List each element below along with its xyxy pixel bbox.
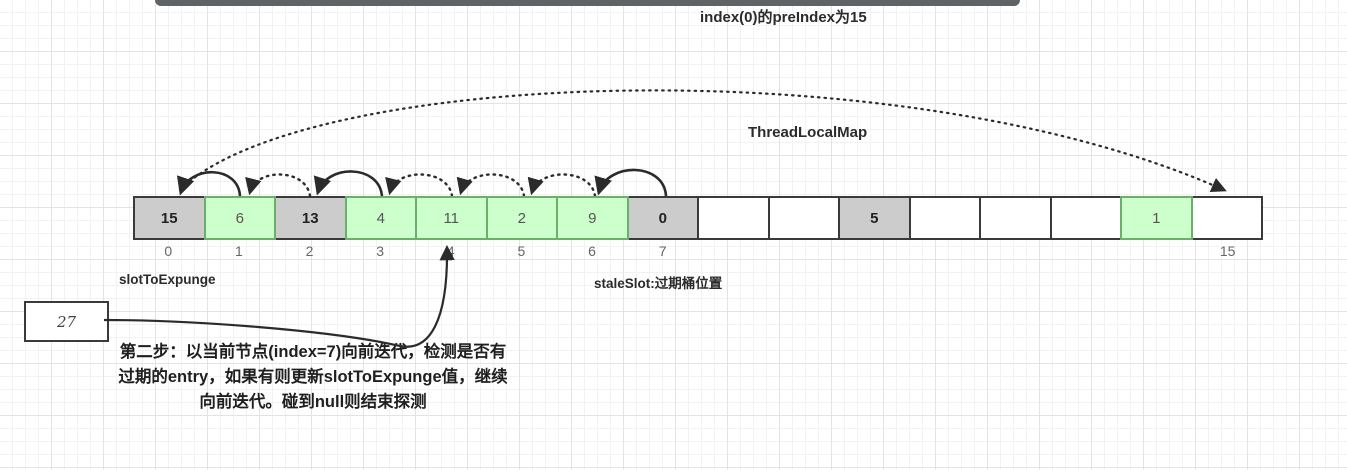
- top-title: index(0)的preIndex为15: [700, 9, 867, 26]
- index-label-3: 3: [376, 243, 385, 259]
- note-box: 27: [24, 301, 109, 342]
- top-scrollbar[interactable]: [155, 0, 1020, 6]
- arc-6-to-5: [527, 173, 597, 198]
- preindex-long-arc: [178, 89, 1227, 193]
- index-label-0: 0: [164, 243, 173, 259]
- array-cell-2: 13: [274, 196, 347, 240]
- array-cell-12: [979, 196, 1052, 240]
- arc-4-to-3: [385, 173, 454, 198]
- index-label-7: 7: [658, 243, 667, 259]
- array-cell-13: [1049, 196, 1122, 240]
- array-cell-0: 15: [133, 196, 206, 240]
- array-cell-15: [1190, 196, 1263, 240]
- array-cell-14: 1: [1120, 196, 1193, 240]
- array-cell-1: 6: [203, 196, 276, 240]
- array-cell-5: 2: [485, 196, 558, 240]
- array-cell-4: 11: [415, 196, 488, 240]
- array-cell-8: [697, 196, 770, 240]
- stale-slot-label: staleSlot:过期桶位置: [594, 276, 723, 291]
- index-label-4: 4: [446, 243, 455, 259]
- index-label-row: 0 1 2 3 4 5 6 7 15: [133, 243, 1263, 265]
- array-cell-6: 9: [556, 196, 629, 240]
- index-label-6: 6: [588, 243, 596, 259]
- index-label-15: 15: [1219, 243, 1236, 259]
- step-description: 第二步：以当前节点(index=7)向前迭代，检测是否有过期的entry，如果有…: [118, 343, 508, 411]
- array-cell-3: 4: [344, 196, 417, 240]
- index-label-5: 5: [517, 243, 526, 259]
- slot-to-expunge-label: slotToExpunge: [119, 272, 216, 287]
- arc-7-to-6: [594, 168, 668, 197]
- array-cell-11: [908, 196, 981, 240]
- threadlocalmap-label: ThreadLocalMap: [748, 124, 868, 141]
- arc-2-to-1: [245, 173, 312, 198]
- array-cell-10: 5: [838, 196, 911, 240]
- arc-5-to-4: [456, 173, 526, 198]
- index-label-1: 1: [235, 243, 243, 259]
- array-cell-9: [767, 196, 840, 240]
- array-cell-7: 0: [626, 196, 699, 240]
- arc-1-to-0: [176, 170, 242, 197]
- index-label-2: 2: [305, 243, 314, 259]
- arc-3-to-2: [313, 170, 384, 197]
